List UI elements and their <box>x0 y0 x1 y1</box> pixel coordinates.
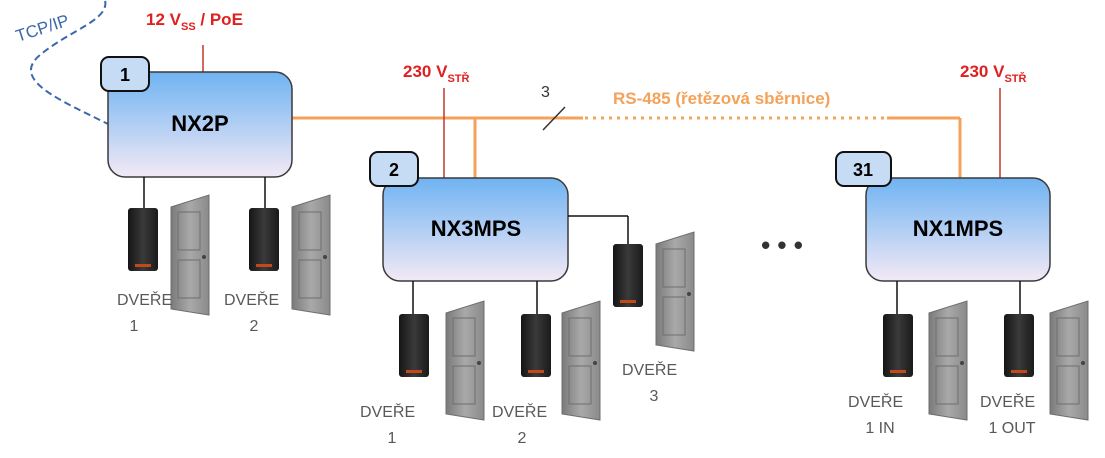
door-icon <box>170 194 210 316</box>
reader-connections <box>143 177 1021 314</box>
card-reader <box>249 208 279 271</box>
door-label-number: 1 <box>130 318 139 335</box>
door-icon <box>928 300 968 421</box>
controller-name: NX3MPS <box>431 216 521 241</box>
controller-nx3mps: NX3MPS 2 <box>369 151 569 282</box>
controller-badge <box>100 56 150 92</box>
door-label-number: 2 <box>518 430 527 447</box>
bus-wire-count: 3 <box>541 84 550 101</box>
doors <box>170 194 1089 421</box>
bus-slash <box>542 106 566 131</box>
card-reader <box>399 314 429 377</box>
controller-box <box>107 71 293 178</box>
controller-name: NX2P <box>171 111 228 136</box>
door-label-number: 1 IN <box>865 420 894 437</box>
card-reader <box>521 314 551 377</box>
tcpip-link: TCP/IP <box>13 0 111 126</box>
badge-number: 31 <box>853 160 873 180</box>
controller-nx2p: NX2P 1 <box>100 56 293 178</box>
card-readers <box>128 208 1034 377</box>
door-label-number: 1 OUT <box>988 420 1035 437</box>
power-label-3: 230 VSTŘ <box>960 62 1026 85</box>
controller-nx1mps: NX1MPS 31 <box>835 151 1051 282</box>
controller-box <box>865 177 1051 282</box>
door-icon <box>291 194 331 316</box>
controller-badge <box>369 151 419 187</box>
controller-box <box>382 177 569 282</box>
door-label: DVEŘE <box>848 392 903 411</box>
badge-number: 2 <box>389 160 399 180</box>
door-label-number: 3 <box>650 388 659 405</box>
door-labels: DVEŘE 1 DVEŘE 2 DVEŘE 1 DVEŘE 2 DVEŘE 3 … <box>117 290 1036 447</box>
door-label: DVEŘE <box>360 402 415 421</box>
badge-number: 1 <box>120 65 130 85</box>
card-reader <box>1004 314 1034 377</box>
door-icon <box>1049 300 1089 421</box>
controller-name: NX1MPS <box>913 216 1003 241</box>
bus-label: RS-485 (řetězová sběrnice) <box>613 89 830 108</box>
door-label: DVEŘE <box>492 402 547 421</box>
tcpip-label: TCP/IP <box>13 11 71 46</box>
door-icon <box>445 300 485 421</box>
door-icon <box>655 231 695 352</box>
power-label-2: 230 VSTŘ <box>403 62 469 85</box>
door-label-number: 2 <box>250 318 259 335</box>
card-reader <box>613 244 643 307</box>
card-reader <box>883 314 913 377</box>
door-label: DVEŘE <box>622 360 677 379</box>
door-label: DVEŘE <box>117 290 172 309</box>
door-label-number: 1 <box>388 430 397 447</box>
door-label: DVEŘE <box>224 290 279 309</box>
more-controllers-ellipsis: • • • <box>761 230 803 260</box>
power-label-1: 12 VSS / PoE <box>146 10 243 33</box>
door-icon <box>561 300 601 421</box>
door-label: DVEŘE <box>980 392 1035 411</box>
controller-badge <box>835 151 892 187</box>
rs485-bus: 3 RS-485 (řetězová sběrnice) <box>292 84 962 178</box>
card-reader <box>128 208 158 271</box>
